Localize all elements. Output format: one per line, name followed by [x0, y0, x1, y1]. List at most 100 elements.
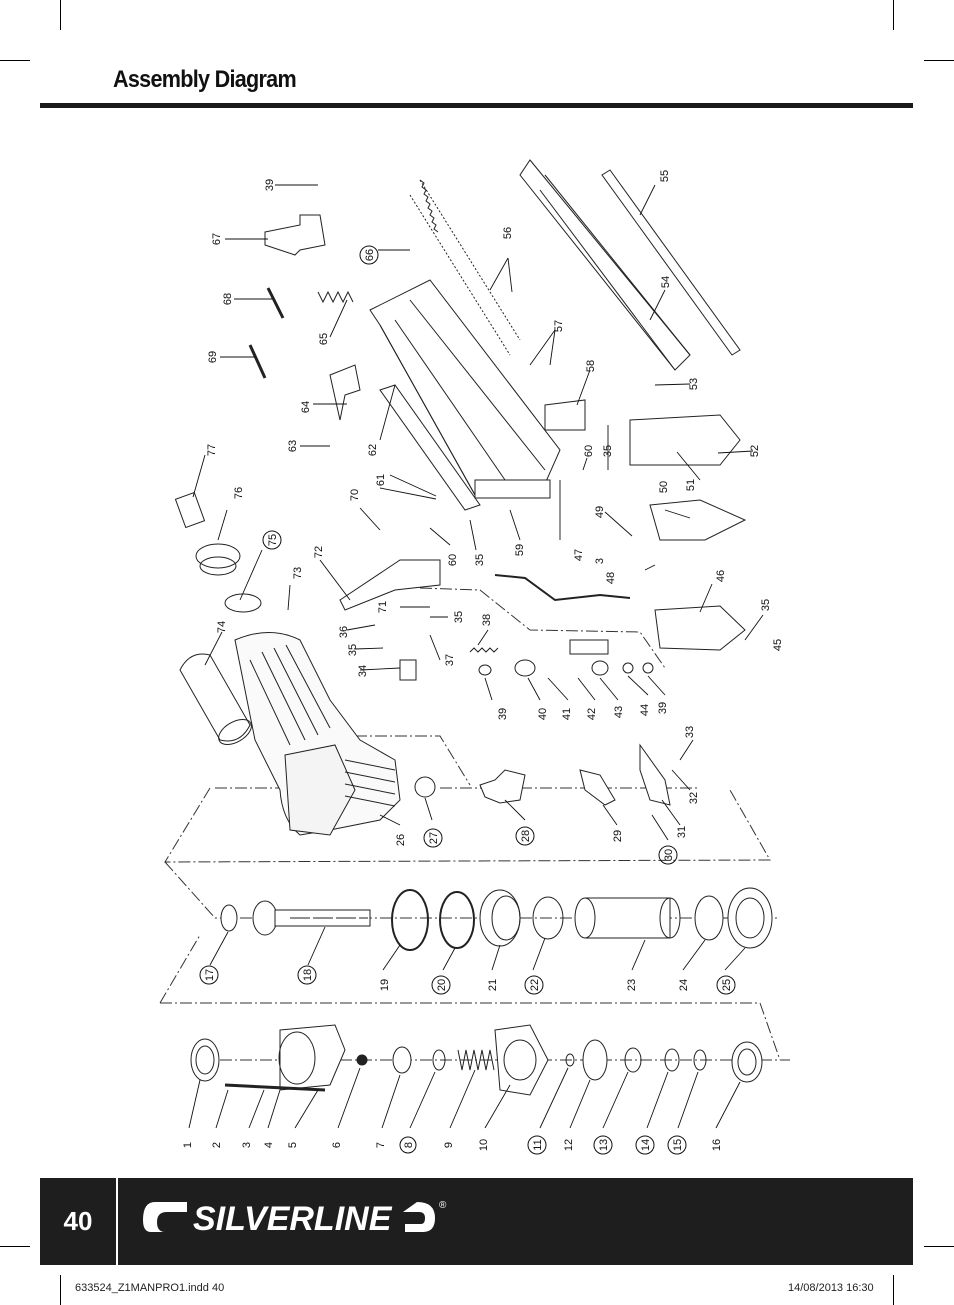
callout-74: 74 [216, 621, 228, 633]
callout-39b: 39 [657, 702, 669, 714]
slug-file: 633524_Z1MANPRO1.indd 40 [75, 1282, 225, 1294]
cylinder-housing [284, 744, 356, 836]
callout-35d: 35 [602, 445, 614, 457]
svg-text:73: 73 [292, 567, 304, 579]
svg-text:34: 34 [357, 665, 369, 677]
crop-mark [924, 60, 954, 61]
grip-sleeve [179, 653, 252, 745]
callout-9: 9 [443, 1142, 455, 1148]
svg-text:43: 43 [613, 706, 625, 718]
svg-text:35: 35 [602, 445, 614, 457]
svg-text:40: 40 [537, 708, 549, 720]
callout-77: 77 [206, 444, 218, 456]
svg-text:64: 64 [300, 401, 312, 413]
svg-text:3: 3 [241, 1142, 253, 1148]
trigger [579, 769, 616, 806]
svg-text:50: 50 [658, 481, 670, 493]
svg-text:55: 55 [659, 170, 671, 182]
svg-text:71: 71 [377, 601, 389, 613]
callout-58: 58 [585, 360, 597, 372]
svg-text:57: 57 [553, 320, 565, 332]
callout-57: 57 [553, 320, 565, 332]
footer-bar: 40 SILVERLINE ® [40, 1178, 913, 1265]
callout-24: 24 [678, 979, 690, 991]
svg-text:35: 35 [760, 599, 772, 611]
spring-56 [419, 179, 439, 233]
callout-52: 52 [749, 445, 761, 457]
callout-49: 49 [594, 506, 606, 518]
svg-text:41: 41 [561, 708, 573, 720]
svg-text:10: 10 [478, 1139, 490, 1151]
svg-text:30: 30 [663, 849, 675, 861]
callout-68: 68 [222, 293, 234, 305]
svg-text:27: 27 [428, 832, 440, 844]
callout-3: 3 [241, 1142, 253, 1148]
svg-text:63: 63 [287, 440, 299, 452]
svg-text:22: 22 [529, 979, 541, 991]
guide-plate-50 [649, 499, 747, 541]
callout-10: 10 [478, 1139, 490, 1151]
callout-12: 12 [563, 1139, 575, 1151]
crop-mark [0, 60, 30, 61]
callout-59: 59 [514, 544, 526, 556]
svg-text:35: 35 [453, 611, 465, 623]
crop-mark [924, 1246, 954, 1247]
svg-text:56: 56 [502, 227, 514, 239]
callout-30: 30 [658, 845, 678, 865]
callout-8: 8 [399, 1136, 417, 1154]
svg-text:17: 17 [204, 969, 216, 981]
svg-text:42: 42 [586, 708, 598, 720]
pusher [544, 399, 586, 431]
callout-11: 11 [527, 1135, 547, 1155]
callout-18: 18 [297, 965, 317, 985]
svg-text:46: 46 [715, 570, 727, 582]
callout-35b: 35 [453, 611, 465, 623]
callout-23: 23 [626, 979, 638, 991]
callout-64: 64 [300, 401, 312, 413]
middle-row [220, 887, 773, 951]
callout-54: 54 [660, 276, 672, 288]
svg-text:39: 39 [657, 702, 669, 714]
callout-75: 75 [262, 530, 282, 550]
callout-28: 28 [515, 826, 535, 846]
svg-text:32: 32 [688, 792, 700, 804]
callout-55: 55 [659, 170, 671, 182]
svg-text:47: 47 [573, 549, 585, 561]
svg-text:49: 49 [594, 506, 606, 518]
svg-text:62: 62 [367, 444, 379, 456]
svg-text:58: 58 [585, 360, 597, 372]
callout-27: 27 [423, 828, 443, 848]
svg-text:68: 68 [222, 293, 234, 305]
spring-38 [469, 647, 499, 653]
svg-text:11: 11 [532, 1139, 544, 1150]
callout-44: 44 [639, 704, 651, 716]
svg-text:23: 23 [626, 979, 638, 991]
callout-60a: 60 [583, 445, 595, 457]
air-fitting [174, 491, 262, 613]
callout-40: 40 [537, 708, 549, 720]
svg-text:35: 35 [347, 644, 359, 656]
svg-text:67: 67 [211, 233, 223, 245]
callout-51: 51 [685, 479, 697, 491]
latch-64 [329, 364, 361, 421]
svg-text:1: 1 [182, 1142, 194, 1148]
assembly-diagram: 1 2 3 4 5 6 7 8 9 10 11 12 13 14 15 16 1… [159, 159, 790, 1155]
logo-hook-left [143, 1202, 187, 1232]
callout-31: 31 [676, 826, 688, 838]
callout-19: 19 [379, 979, 391, 991]
magazine [369, 159, 741, 511]
callout-45: 45 [772, 639, 784, 651]
callout-62: 62 [367, 444, 379, 456]
crop-mark [60, 1275, 61, 1305]
callout-15: 15 [667, 1135, 687, 1155]
callout-33: 33 [684, 726, 696, 738]
callout-4: 4 [263, 1142, 275, 1148]
svg-text:77: 77 [206, 444, 218, 456]
callout-42: 42 [586, 708, 598, 720]
callout-60b: 60 [447, 554, 459, 566]
svg-text:45: 45 [772, 639, 784, 651]
svg-text:76: 76 [233, 487, 245, 499]
callout-22: 22 [524, 975, 544, 995]
svg-text:18: 18 [302, 969, 314, 981]
callout-32: 32 [688, 792, 700, 804]
